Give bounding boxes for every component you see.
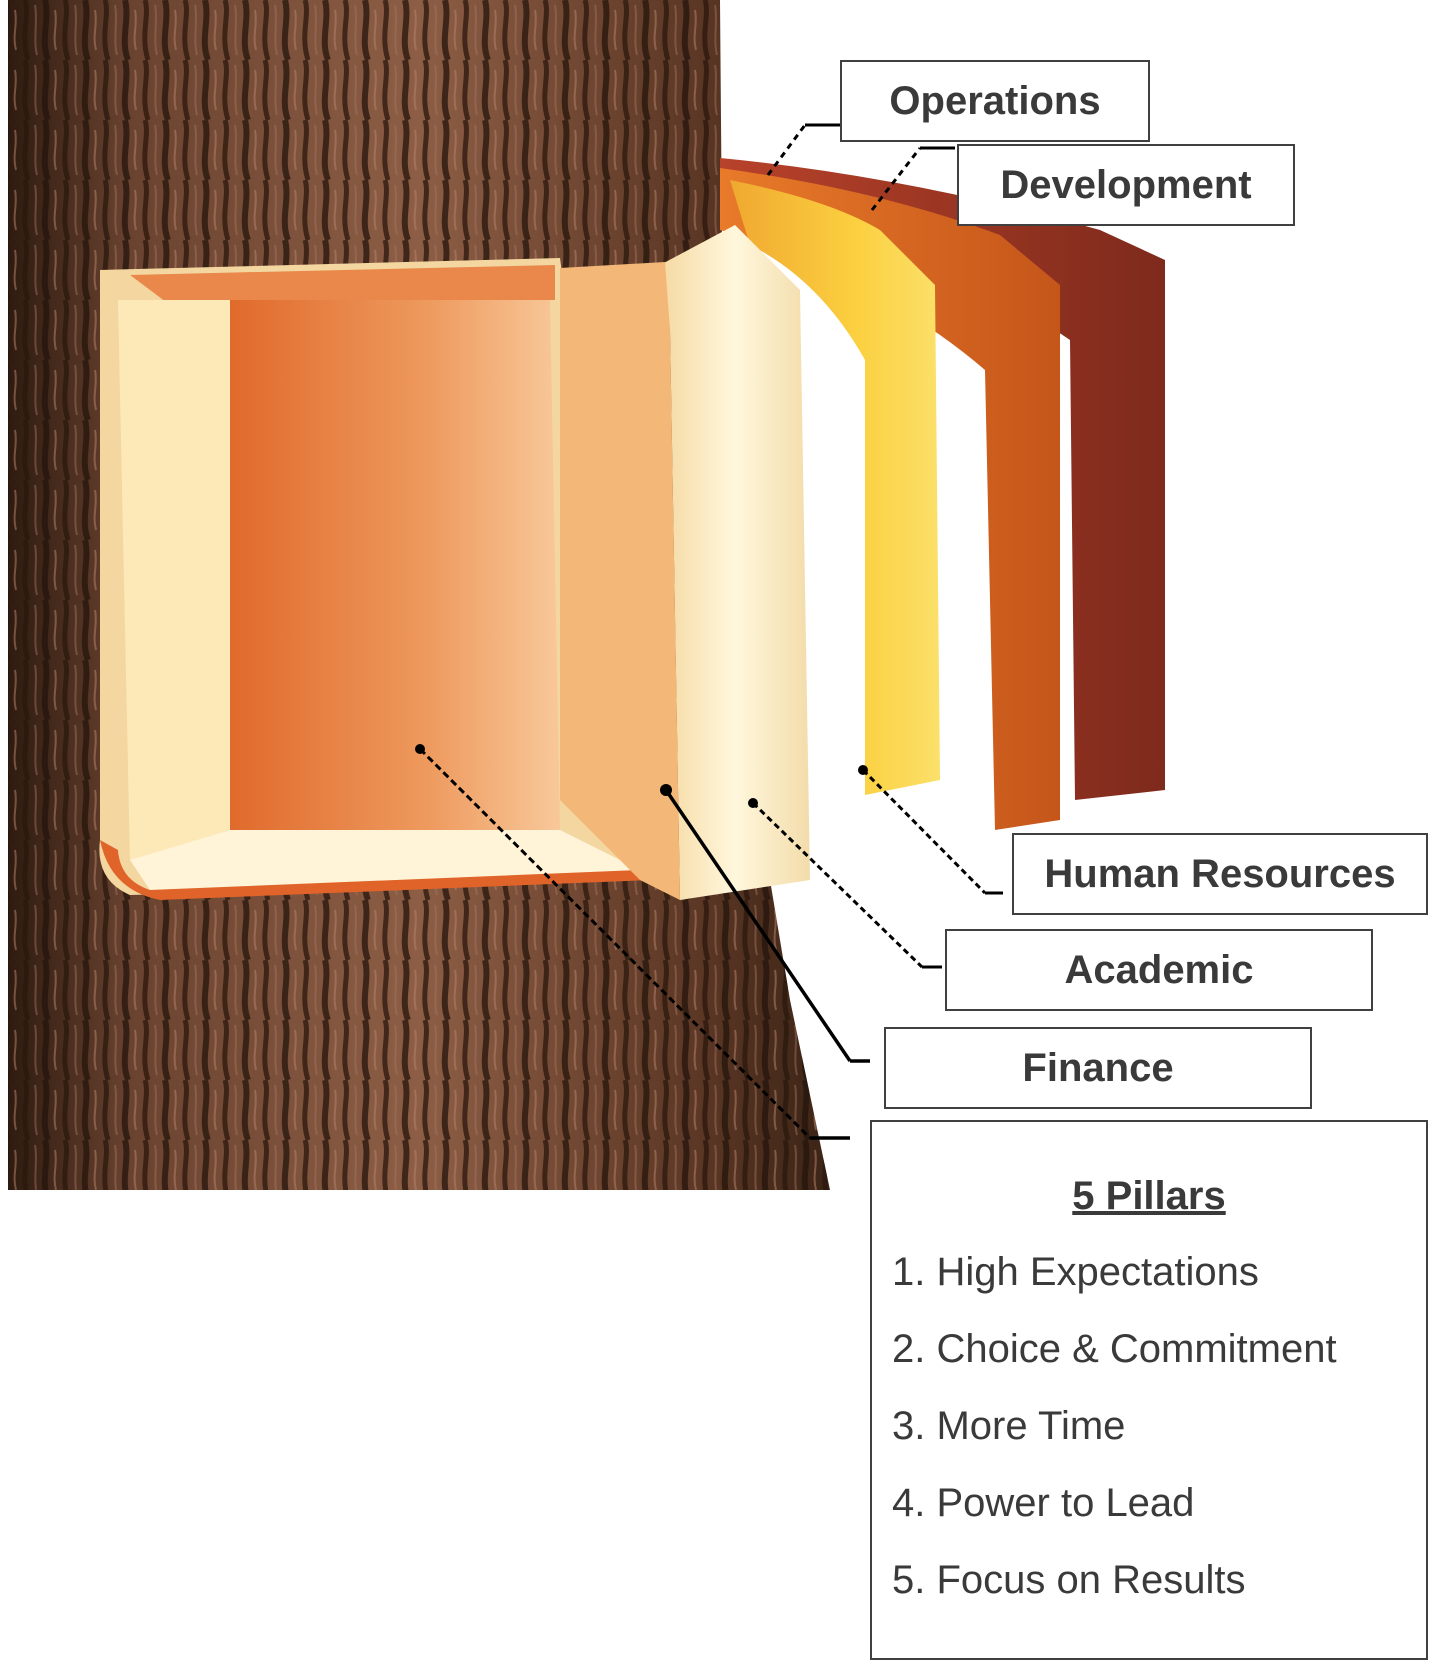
layer-tan [560,262,680,900]
label-finance: Finance [884,1027,1312,1109]
layer-pale [660,225,810,900]
pillar-item: 5. Focus on Results [892,1558,1246,1603]
pillars-box: 5 Pillars 1. High Expectations 2. Choice… [870,1120,1428,1660]
label-human-resources: Human Resources [1012,833,1428,915]
label-operations-text: Operations [889,79,1100,124]
label-academic: Academic [945,929,1373,1011]
pillar-item: 4. Power to Lead [892,1481,1194,1526]
label-human-resources-text: Human Resources [1044,852,1395,897]
label-development-text: Development [1000,163,1251,208]
label-development: Development [957,144,1295,226]
label-operations: Operations [840,60,1150,142]
label-academic-text: Academic [1065,948,1254,993]
pillars-title: 5 Pillars [872,1174,1426,1219]
label-finance-text: Finance [1022,1046,1173,1091]
pillar-item: 1. High Expectations [892,1250,1259,1295]
pillar-item: 3. More Time [892,1404,1125,1449]
pillar-item: 2. Choice & Commitment [892,1327,1337,1372]
